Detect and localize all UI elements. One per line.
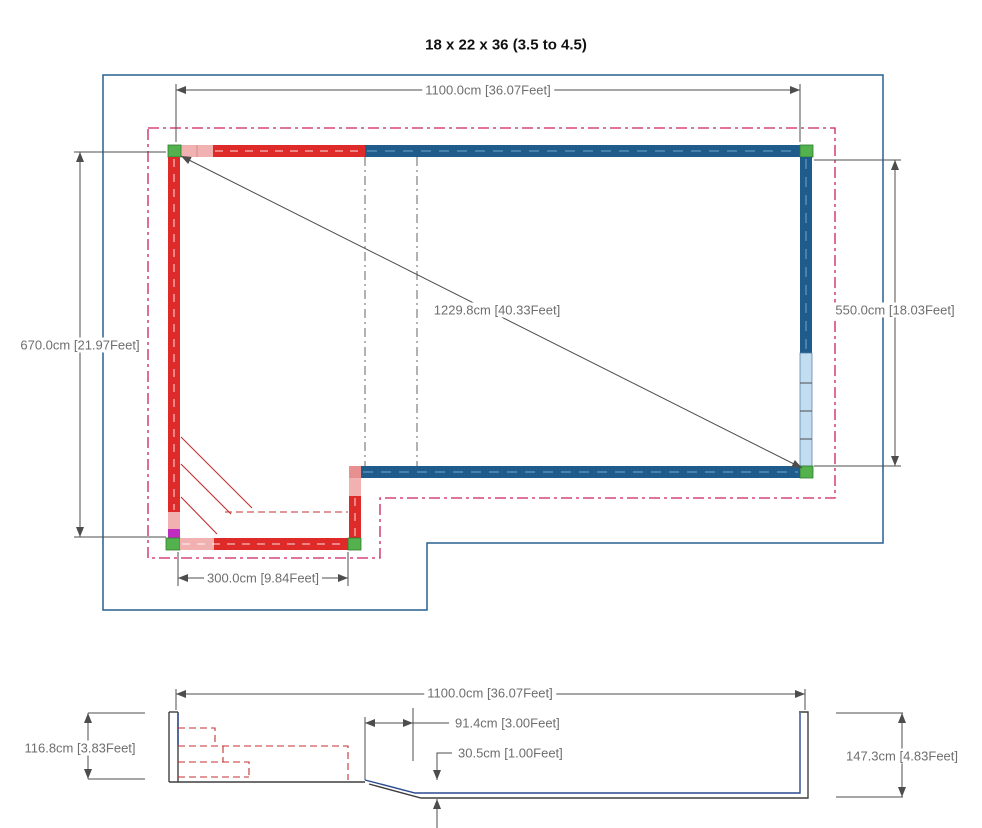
profile-dim-slope-drop-label: 30.5cm [1.00Feet] [455, 745, 566, 761]
corner-steps [180, 436, 348, 535]
wall-panel-red-top [213, 145, 365, 157]
plan-dim-step-width-label: 300.0cm [9.84Feet] [203, 570, 323, 586]
plan-dim-right-height-label: 550.0cm [18.03Feet] [832, 302, 958, 318]
profile-dim-slope-run-label: 91.4cm [3.00Feet] [452, 715, 563, 731]
profile-dim-deep-depth-label: 147.3cm [4.83Feet] [842, 748, 962, 764]
excavation-boundary-outline [102, 74, 884, 611]
corner-post-top-right [799, 144, 814, 158]
plan-view [74, 74, 901, 611]
step-edge [180, 463, 232, 515]
corner-post-bottom-left [165, 537, 181, 551]
wall-panel-purple-left [168, 529, 180, 538]
plan-dim-diagonal-label: 1229.8cm [40.33Feet] [430, 302, 564, 318]
profile-dim-length-label: 1100.0cm [36.07Feet] [424, 685, 556, 701]
step-edge [180, 436, 253, 509]
wall-panel-red-left [168, 157, 180, 512]
corner-panel-salmon [349, 466, 361, 478]
plan-dim-top-width-label: 1100.0cm [36.07Feet] [422, 82, 554, 98]
drawing-title: 18 x 22 x 36 (3.5 to 4.5) [425, 36, 587, 54]
liner-line [364, 713, 801, 794]
plan-dim-left-height-label: 670.0cm [21.97Feet] [17, 337, 143, 353]
profile-view [84, 689, 906, 828]
profile-outline [168, 711, 809, 799]
profile-dim-shallow-depth-label: 116.8cm [3.83Feet] [21, 740, 139, 756]
dimension-slope-drop [433, 752, 452, 828]
profile-steps-dashed [178, 727, 349, 780]
wall-panel-steps-right [799, 352, 813, 467]
pool-walls [165, 144, 814, 551]
pool-offset-dashed-outline [147, 127, 836, 559]
wall-panel-navy-top [365, 145, 800, 157]
step-edge [180, 496, 218, 535]
dimension-slope-run [364, 708, 449, 780]
wall-panel-pink-step-corner [349, 478, 361, 496]
corner-post-step-right [347, 537, 362, 551]
wall-panel-red-bottom [214, 538, 348, 550]
wall-panel-pink-left [168, 512, 180, 529]
corner-post-top-left [167, 144, 182, 158]
